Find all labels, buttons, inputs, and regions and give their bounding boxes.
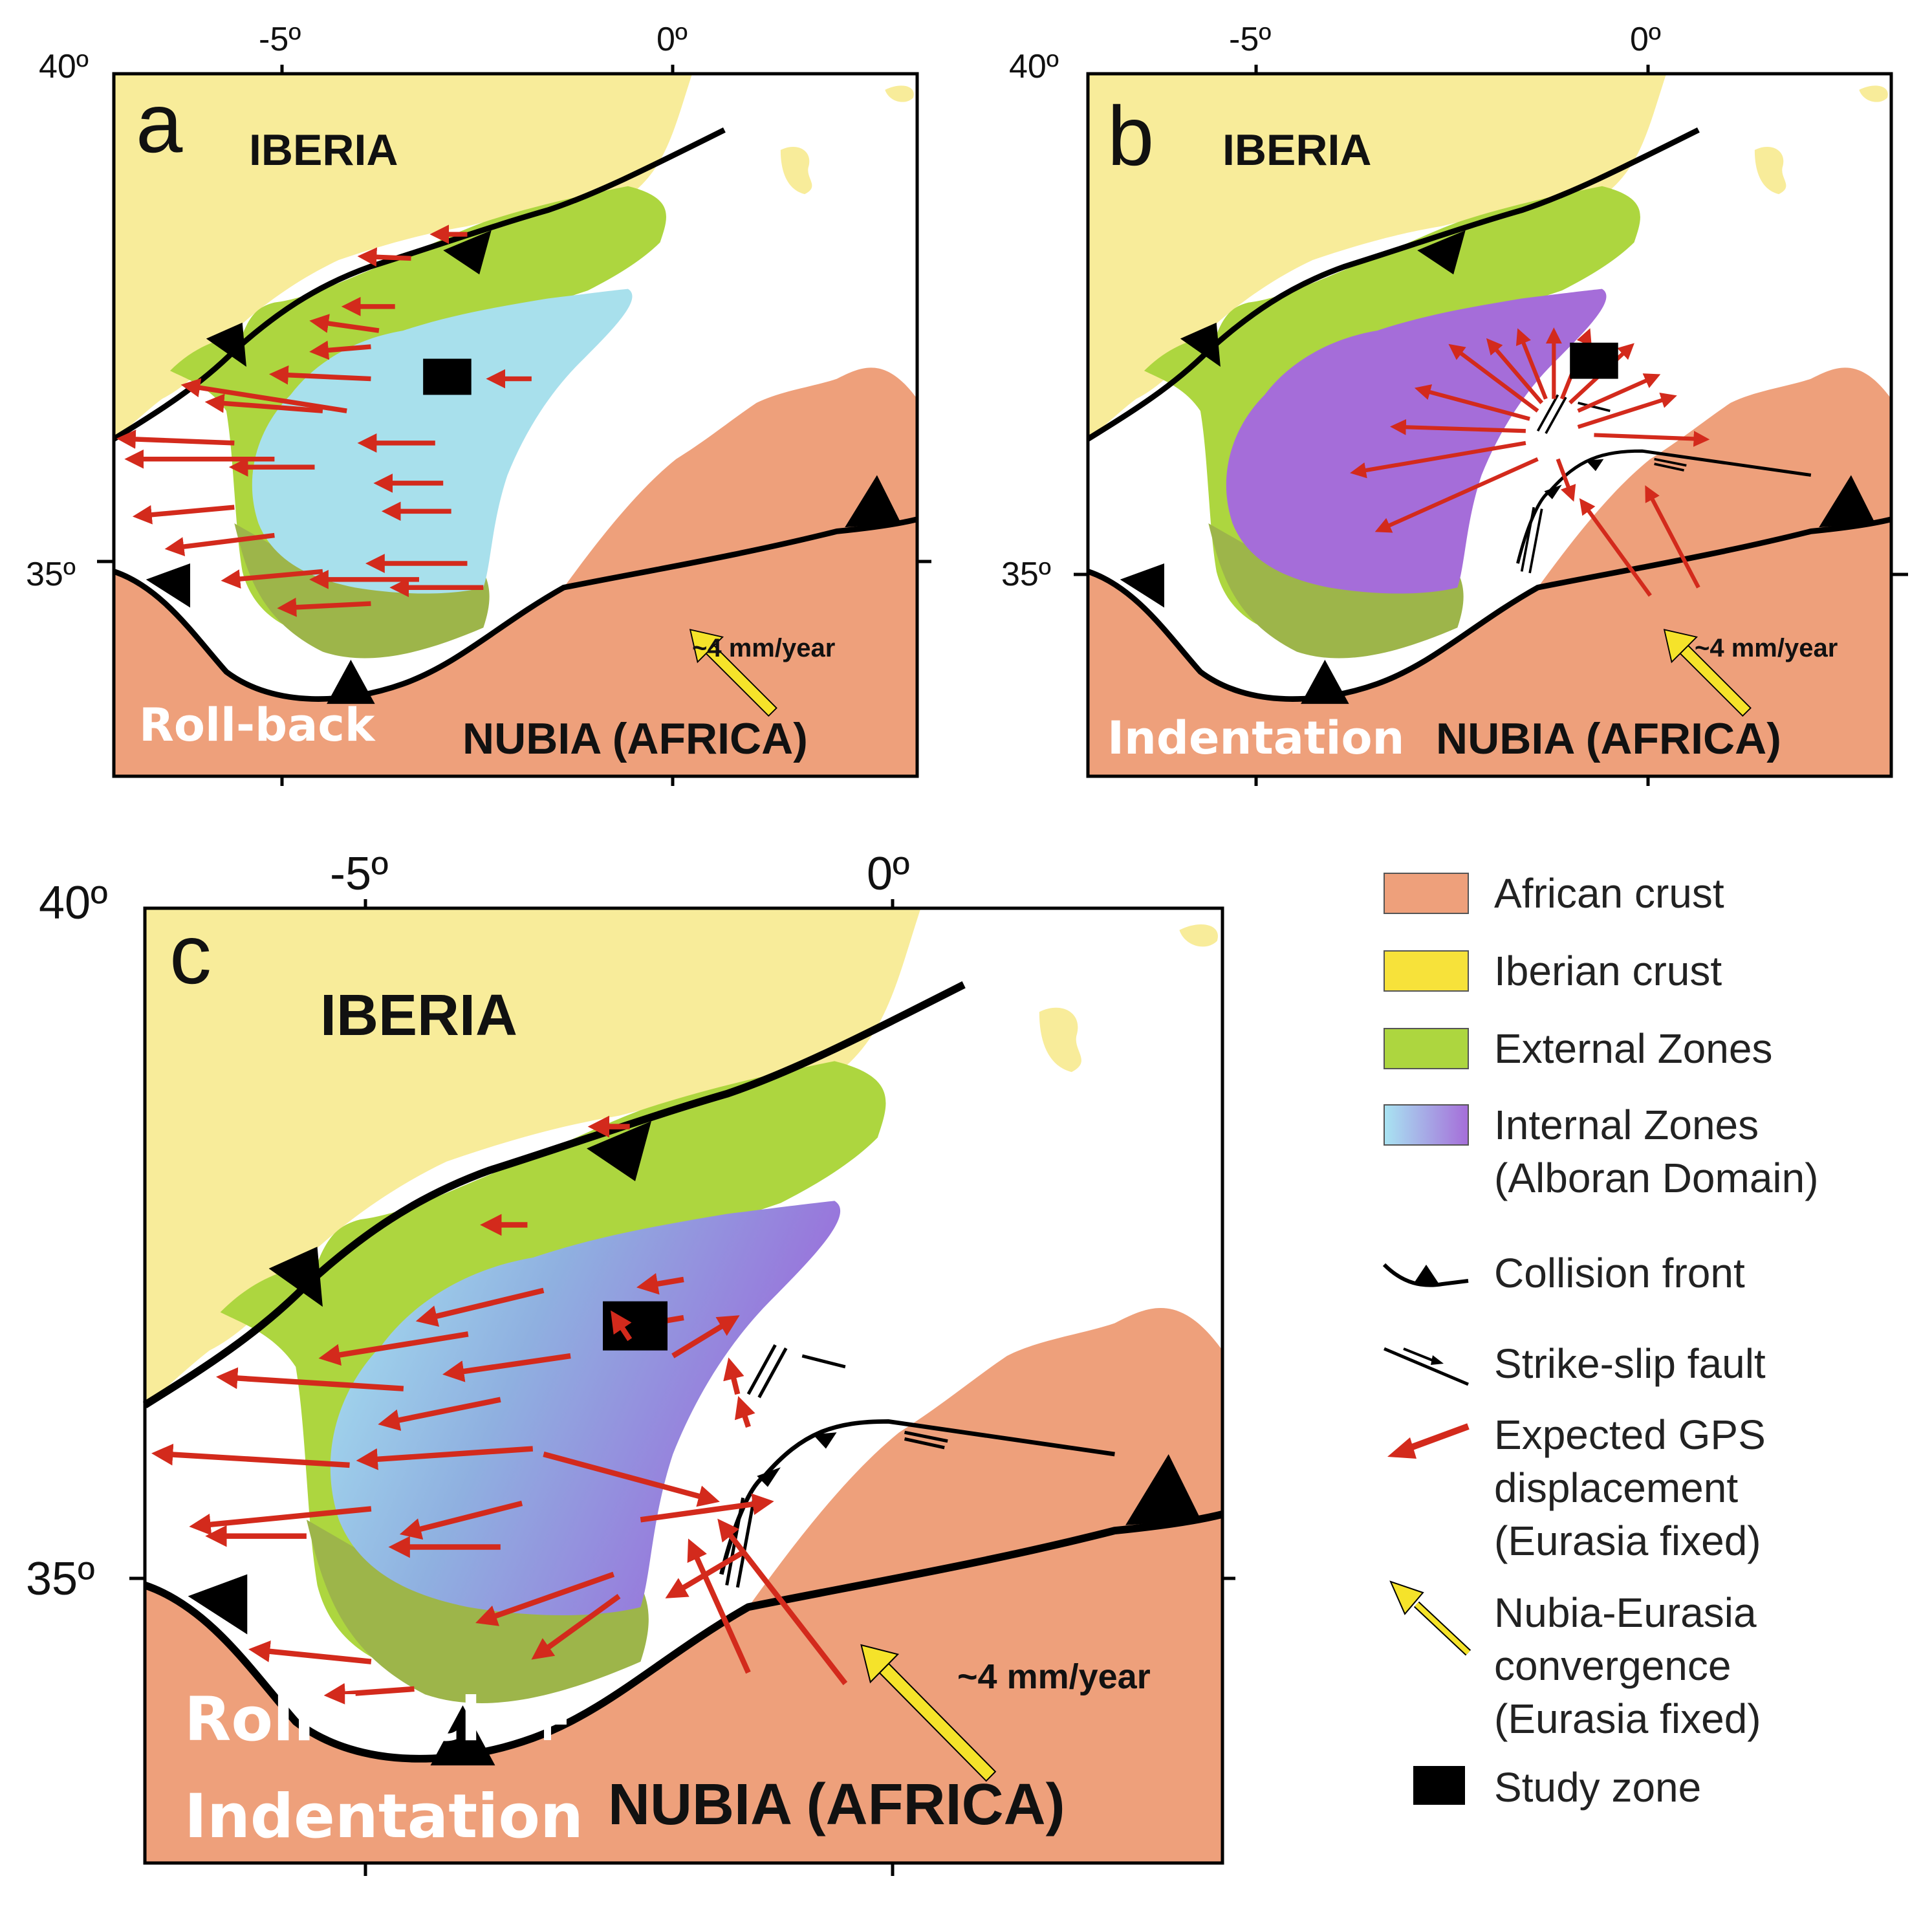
legend-label-iberian-crust: Iberian crust xyxy=(1494,948,1722,994)
legend-label-convergence-3: (Eurasia fixed) xyxy=(1494,1695,1761,1742)
panel-a-convergence-arrow xyxy=(689,629,777,717)
panel-a-rate-label: ~4 mm/year xyxy=(692,634,835,662)
legend: African crust Iberian crust External Zon… xyxy=(1382,870,1819,1811)
panel-b-mechanism: Indentation xyxy=(1107,712,1404,765)
panel-c-letter: c xyxy=(169,907,212,1001)
panel-c-map xyxy=(145,908,1222,1864)
collision-front-icon xyxy=(1382,1263,1469,1287)
panel-a-gps-arrows xyxy=(116,224,532,617)
legend-label-gps-3: (Eurasia fixed) xyxy=(1494,1518,1761,1564)
panel-b-letter: b xyxy=(1107,89,1154,183)
panel-a-lon-label-1: -5º xyxy=(259,21,301,58)
panel-a-lon-label-2: 0º xyxy=(657,21,688,58)
study-zone-swatch xyxy=(1413,1766,1465,1805)
external-zones-swatch xyxy=(1384,1028,1469,1069)
panel-a: -5º 0º 40º 35º a IBERIA NUBIA (AFRICA) R… xyxy=(26,21,931,786)
legend-label-convergence-2: convergence xyxy=(1494,1642,1731,1689)
panel-c-lat-label-2: 35º xyxy=(26,1553,94,1605)
panel-b-lat-label-1: 40º xyxy=(1009,48,1059,85)
panel-c: -5º 0º 40º 35º c IBERIA NUBIA (AFRICA) R… xyxy=(26,848,1235,1876)
african-crust-swatch xyxy=(1384,873,1469,914)
panel-c-mechanism-line-1: Roll-back + xyxy=(184,1684,573,1755)
panel-b-convergence-arrow xyxy=(1663,629,1752,717)
panel-c-nubia-label: NUBIA (AFRICA) xyxy=(608,1772,1065,1837)
legend-label-strike-slip-fault: Strike-slip fault xyxy=(1494,1340,1766,1387)
panel-b-study-zone xyxy=(1570,342,1618,379)
panel-c-lat-label-1: 40º xyxy=(39,877,107,929)
panel-a-map xyxy=(114,74,917,776)
legend-label-gps-2: displacement xyxy=(1494,1465,1738,1511)
panel-c-study-zone xyxy=(603,1301,668,1351)
panel-c-rate-label: ~4 mm/year xyxy=(957,1657,1151,1696)
panel-a-study-zone xyxy=(423,358,472,395)
panel-b-lat-label-2: 35º xyxy=(1001,556,1051,593)
panel-a-nubia-label: NUBIA (AFRICA) xyxy=(462,714,808,763)
panel-b-iberia-label: IBERIA xyxy=(1222,125,1371,175)
panel-a-letter: a xyxy=(136,76,183,170)
panel-c-lon-label-2: 0º xyxy=(867,848,909,900)
legend-label-internal-zones-2: (Alboran Domain) xyxy=(1494,1155,1819,1201)
panel-c-mechanism-line-2: Indentation xyxy=(184,1782,583,1852)
panel-b-map xyxy=(1088,74,1891,776)
internal-zones-swatch xyxy=(1384,1104,1469,1146)
legend-label-internal-zones-1: Internal Zones xyxy=(1494,1102,1759,1148)
panel-b-lon-label-2: 0º xyxy=(1630,21,1661,58)
panel-c-iberia-label: IBERIA xyxy=(320,983,517,1048)
legend-label-external-zones: External Zones xyxy=(1494,1025,1772,1072)
iberian-crust-swatch xyxy=(1384,950,1469,992)
panel-a-lat-label-2: 35º xyxy=(26,556,76,593)
panel-c-lon-label-1: -5º xyxy=(330,848,388,900)
strike-slip-fault-icon xyxy=(1384,1347,1469,1386)
panel-c-gps-arrows xyxy=(151,1115,848,1705)
panel-b-nubia-label: NUBIA (AFRICA) xyxy=(1436,714,1781,763)
panel-a-mechanism: Roll-back xyxy=(139,699,376,752)
panel-b: -5º 0º 40º 35º b IBERIA NUBIA (AFRICA) I… xyxy=(1001,21,1908,786)
legend-label-convergence-1: Nubia-Eurasia xyxy=(1494,1589,1757,1636)
panel-b-lon-label-1: -5º xyxy=(1229,21,1271,58)
panel-a-iberia-label: IBERIA xyxy=(249,125,398,175)
convergence-arrow-icon xyxy=(1389,1580,1471,1656)
legend-label-african-crust: African crust xyxy=(1494,870,1724,917)
panel-c-convergence-arrow xyxy=(860,1644,997,1782)
legend-label-gps-1: Expected GPS xyxy=(1494,1411,1766,1458)
legend-label-study-zone: Study zone xyxy=(1494,1764,1701,1811)
panel-a-lat-label-1: 40º xyxy=(39,48,89,85)
legend-label-collision-front: Collision front xyxy=(1494,1250,1745,1296)
panel-b-rate-label: ~4 mm/year xyxy=(1695,634,1838,662)
gps-arrow-icon xyxy=(1387,1423,1470,1459)
